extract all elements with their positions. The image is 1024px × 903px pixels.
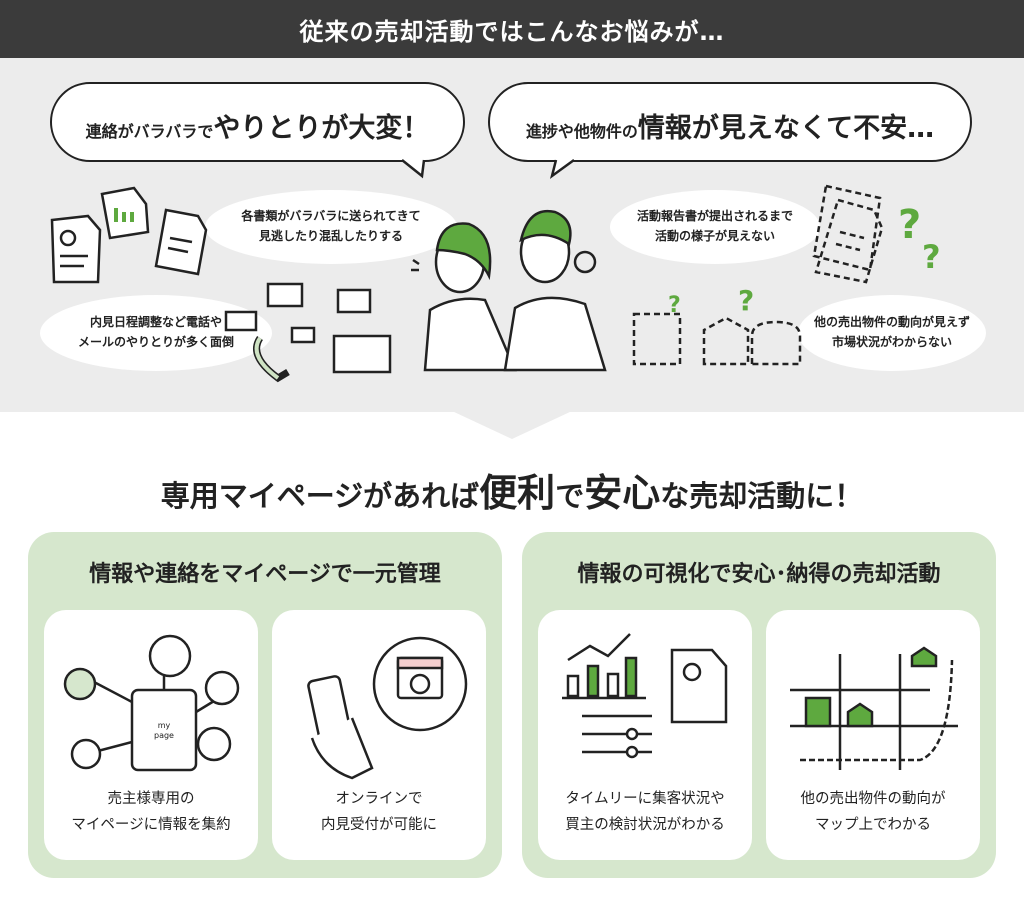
- panel-visualization: 情報の可視化で安心･納得の売却活動 タイムリーに集客状況や買主の検討状況がわかる…: [522, 532, 996, 878]
- card-timely-status: タイムリーに集客状況や買主の検討状況がわかる: [538, 610, 752, 860]
- speech-bubble-contact: 連絡がバラバラでやりとりが大変！: [50, 82, 465, 162]
- card-caption: オンラインで内見受付が可能に: [272, 787, 486, 838]
- caption-line: マップ上でわかる: [815, 816, 931, 833]
- header-title: 従来の売却活動ではこんなお悩みが…: [0, 0, 1024, 58]
- down-arrow: [452, 411, 572, 439]
- note-documents: 各書類がバラバラに送られてきて見逃したり混乱したりする: [205, 190, 457, 264]
- headline-text: で: [555, 479, 585, 513]
- note-line: メールのやりとりが多く面倒: [77, 335, 234, 349]
- map-icon: [790, 646, 958, 770]
- caption-line: 他の売出物件の動向が: [800, 791, 946, 808]
- note-report: 活動報告書が提出されるまで活動の様子が見えない: [610, 190, 820, 264]
- analytics-report-icon: [562, 633, 728, 759]
- card-online-viewing: オンラインで内見受付が可能に: [272, 610, 486, 860]
- headline-emphasis: 便利: [479, 471, 556, 515]
- mypage-label: my: [158, 721, 171, 730]
- bubble-tail: [401, 159, 426, 179]
- caption-line: 売主様専用の: [107, 791, 195, 808]
- bubble-tail: [549, 158, 575, 180]
- bubble-small-text: 連絡がバラバラで: [85, 122, 214, 141]
- svg-text:?: ?: [922, 238, 941, 276]
- note-market: 他の売出物件の動向が見えず市場状況がわからない: [798, 295, 986, 371]
- phone-calendar-icon: [307, 636, 468, 780]
- caption-line: マイページに情報を集約: [71, 816, 231, 833]
- unknown-report-and-houses-icons: ?? ??: [632, 184, 941, 366]
- note-schedule: 内見日程調整など電話やメールのやりとりが多く面倒: [40, 295, 272, 371]
- svg-text:page: page: [154, 731, 174, 740]
- note-line: 活動の様子が見えない: [654, 229, 775, 243]
- card-caption: タイムリーに集客状況や買主の検討状況がわかる: [538, 787, 752, 838]
- headline-text: 専用マイページがあれば: [160, 479, 480, 513]
- note-line: 他の売出物件の動向が見えず: [813, 315, 970, 330]
- documents-and-mail-icons: [50, 186, 392, 383]
- caption-line: 買主の検討状況がわかる: [565, 816, 725, 833]
- note-line: 内見日程調整など電話や: [89, 315, 222, 330]
- caption-line: オンラインで: [335, 791, 423, 808]
- caption-line: タイムリーに集客状況や: [565, 791, 725, 808]
- note-line: 各書類がバラバラに送られてきて: [241, 209, 421, 224]
- speech-bubble-info: 進捗や他物件の情報が見えなくて不安…: [488, 82, 972, 162]
- headline-emphasis: 安心: [584, 471, 661, 515]
- card-market-map: 他の売出物件の動向がマップ上でわかる: [766, 610, 980, 860]
- svg-text:?: ?: [738, 284, 754, 317]
- bubble-small-text: 進捗や他物件の: [525, 122, 638, 141]
- panel-title: 情報の可視化で安心･納得の売却活動: [577, 562, 941, 587]
- headline: 専用マイページがあれば便利で安心な売却活動に！: [0, 462, 1024, 517]
- note-line: 活動報告書が提出されるまで: [636, 209, 793, 224]
- caption-line: 内見受付が可能に: [321, 816, 437, 833]
- note-line: 市場状況がわからない: [831, 335, 952, 349]
- headline-text: な売却活動に！: [660, 479, 864, 513]
- card-caption: 他の売出物件の動向がマップ上でわかる: [766, 787, 980, 838]
- svg-text:?: ?: [668, 293, 681, 318]
- bubble-large-text: やりとりが大変！: [213, 113, 430, 144]
- note-line: 見逃したり混乱したりする: [258, 229, 403, 243]
- bubble-large-text: 情報が見えなくて不安…: [637, 113, 935, 144]
- panel-title: 情報や連絡をマイページで一元管理: [89, 562, 441, 587]
- worried-couple-illustration: [411, 209, 607, 372]
- svg-text:?: ?: [898, 202, 921, 248]
- card-caption: 売主様専用のマイページに情報を集約: [44, 787, 258, 838]
